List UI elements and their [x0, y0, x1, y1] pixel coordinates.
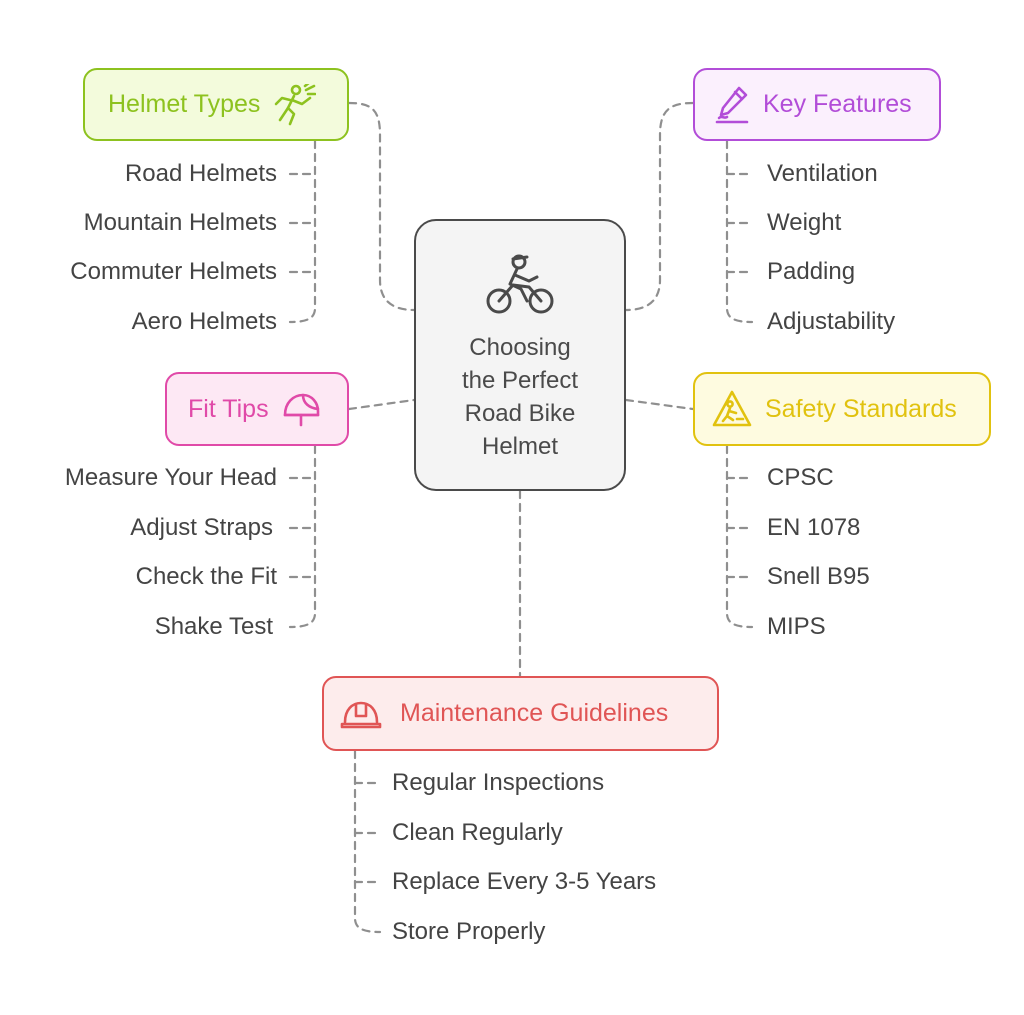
list-item: Replace Every 3-5 Years [392, 868, 657, 895]
tree-maintenance [353, 749, 382, 934]
list-item: Commuter Helmets [70, 258, 277, 285]
list-item: EN 1078 [767, 514, 861, 541]
list-item: Check the Fit [135, 563, 277, 590]
caution-sign-icon [711, 389, 753, 429]
list-item: MIPS [767, 613, 826, 640]
list-item: Road Helmets [124, 160, 277, 187]
branch-safety-standards-label: Safety Standards [765, 394, 957, 423]
list-item: Ventilation [767, 160, 878, 187]
tree-safety-standards [725, 444, 754, 629]
connector-key-features [624, 101, 695, 312]
tree-fit-tips [288, 444, 317, 629]
branch-fit-tips: Fit Tips [165, 372, 349, 446]
connector-safety-standards [624, 398, 695, 411]
branch-helmet-types: Helmet Types [83, 68, 349, 141]
tree-helmet-types [288, 139, 317, 324]
branch-helmet-types-label: Helmet Types [108, 90, 261, 118]
list-item: Weight [767, 209, 842, 236]
list-item: Shake Test [154, 613, 273, 640]
list-item: Measure Your Head [64, 464, 277, 491]
tree-key-features [725, 139, 754, 324]
list-item: Adjust Straps [130, 514, 273, 541]
helmet-icon [281, 391, 321, 427]
list-item: Clean Regularly [392, 819, 563, 846]
hard-hat-icon [340, 696, 382, 732]
branch-maintenance-label: Maintenance Guidelines [400, 699, 669, 727]
branch-fit-tips-label: Fit Tips [188, 394, 269, 423]
cyclist-icon [485, 251, 555, 317]
branch-key-features-label: Key Features [763, 90, 912, 118]
branch-safety-standards: Safety Standards [693, 372, 991, 446]
central-topic-node: Choosing the Perfect Road Bike Helmet [414, 219, 626, 491]
list-item: Regular Inspections [392, 769, 605, 796]
branch-maintenance: Maintenance Guidelines [322, 676, 719, 751]
connector-fit-tips [347, 398, 416, 411]
central-topic-title: Choosing the Perfect Road Bike Helmet [461, 334, 579, 460]
list-item: Padding [767, 258, 856, 285]
pen-signature-icon [713, 85, 751, 125]
running-person-icon [272, 83, 317, 126]
list-item: Adjustability [767, 308, 896, 335]
list-item: Aero Helmets [131, 308, 277, 335]
list-item: Mountain Helmets [83, 209, 277, 236]
list-item: CPSC [767, 464, 834, 491]
list-item: Store Properly [392, 918, 546, 945]
list-item: Snell B95 [767, 563, 870, 590]
branch-key-features: Key Features [693, 68, 941, 141]
connector-helmet-types [347, 101, 416, 312]
